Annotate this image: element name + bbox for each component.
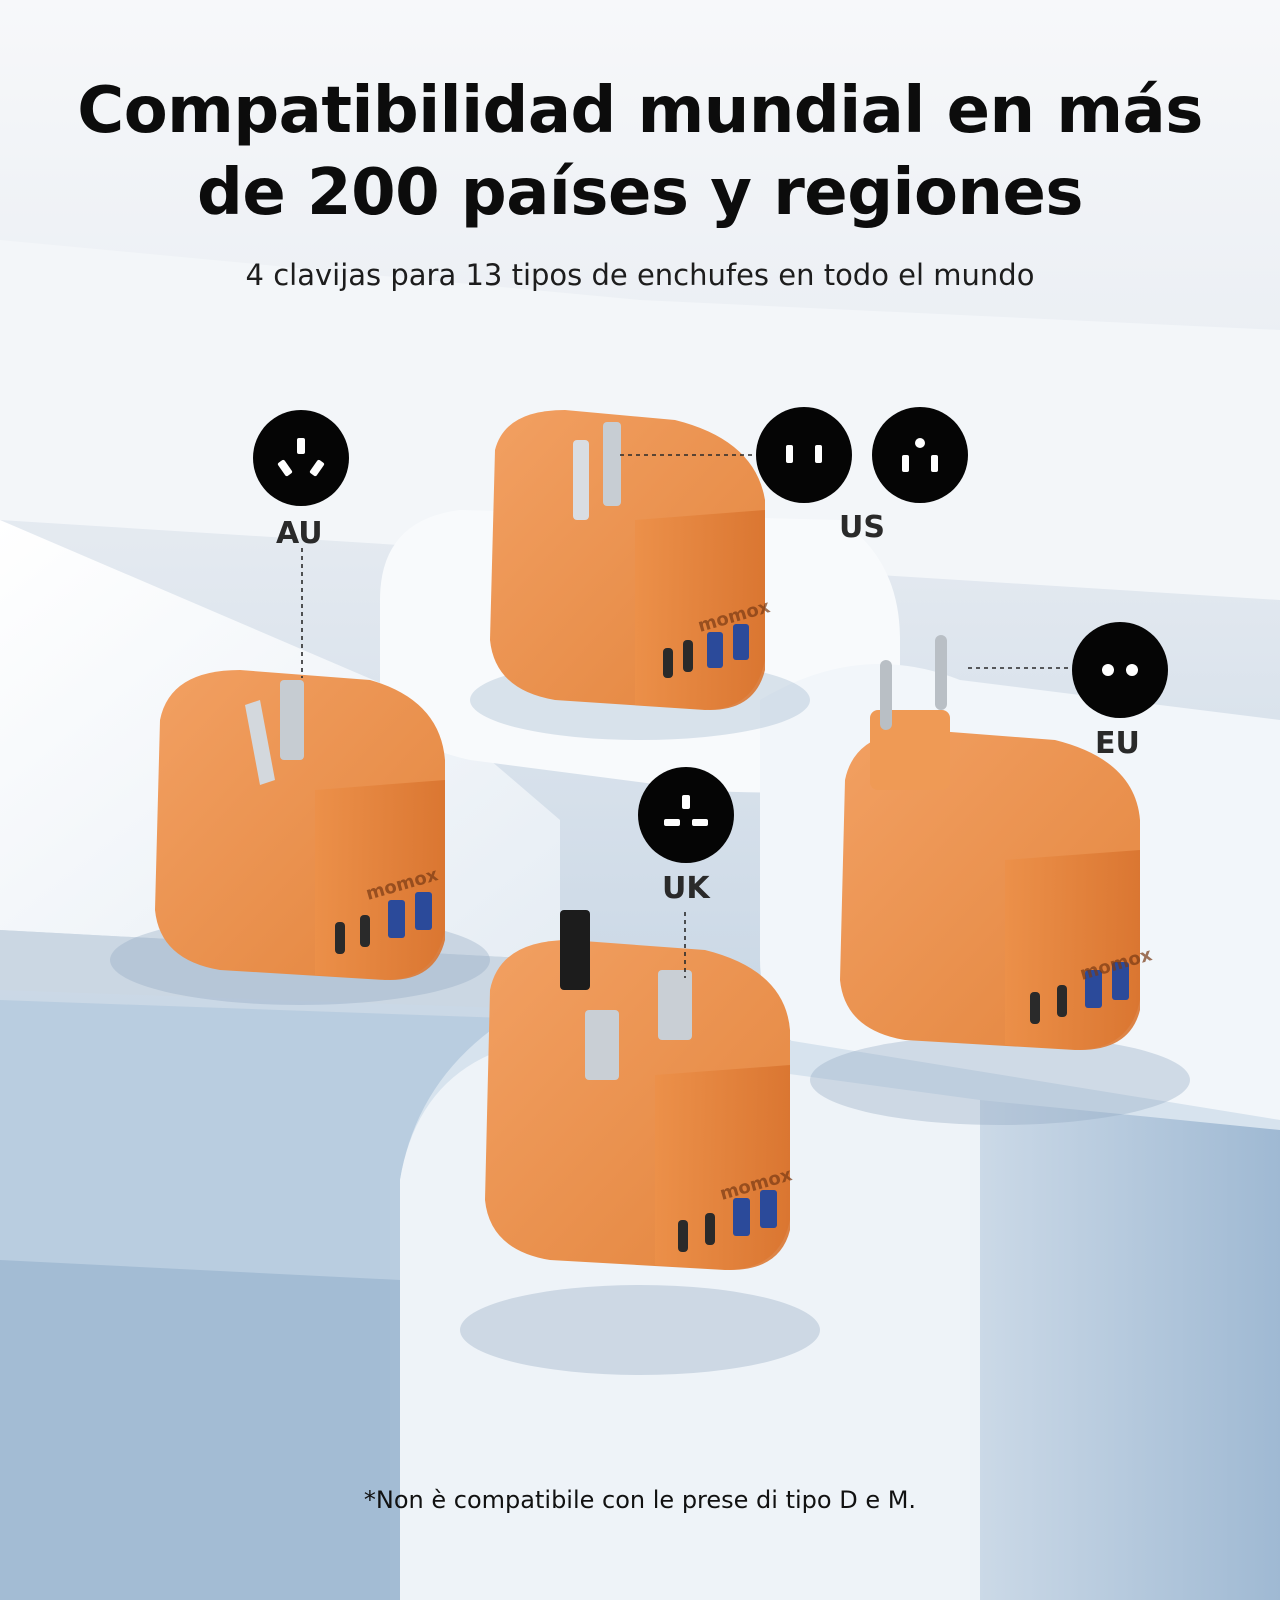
headline: Compatibilidad mundial en más de 200 paí… xyxy=(0,70,1280,234)
adapter-us xyxy=(490,410,765,710)
eu-label: EU xyxy=(1095,726,1140,761)
footnote: *Non è compatibile con le prese di tipo … xyxy=(363,1486,917,1514)
uk-socket-icon xyxy=(638,767,734,863)
au-socket-icon xyxy=(253,410,349,506)
adapter-uk xyxy=(485,910,790,1270)
eu-socket-icon xyxy=(1072,622,1168,718)
headline-line-2: de 200 países y regiones xyxy=(197,156,1083,230)
au-label: AU xyxy=(276,516,323,551)
us-3pin-socket-icon xyxy=(872,407,968,503)
adapter-au xyxy=(155,670,445,980)
subtitle: 4 clavijas para 13 tipos de enchufes en … xyxy=(245,258,1035,292)
headline-line-1: Compatibilidad mundial en más xyxy=(77,74,1203,148)
us-label: US xyxy=(839,510,885,545)
uk-label: UK xyxy=(662,871,710,906)
adapter-eu xyxy=(840,635,1140,1050)
us-2pin-socket-icon xyxy=(756,407,852,503)
